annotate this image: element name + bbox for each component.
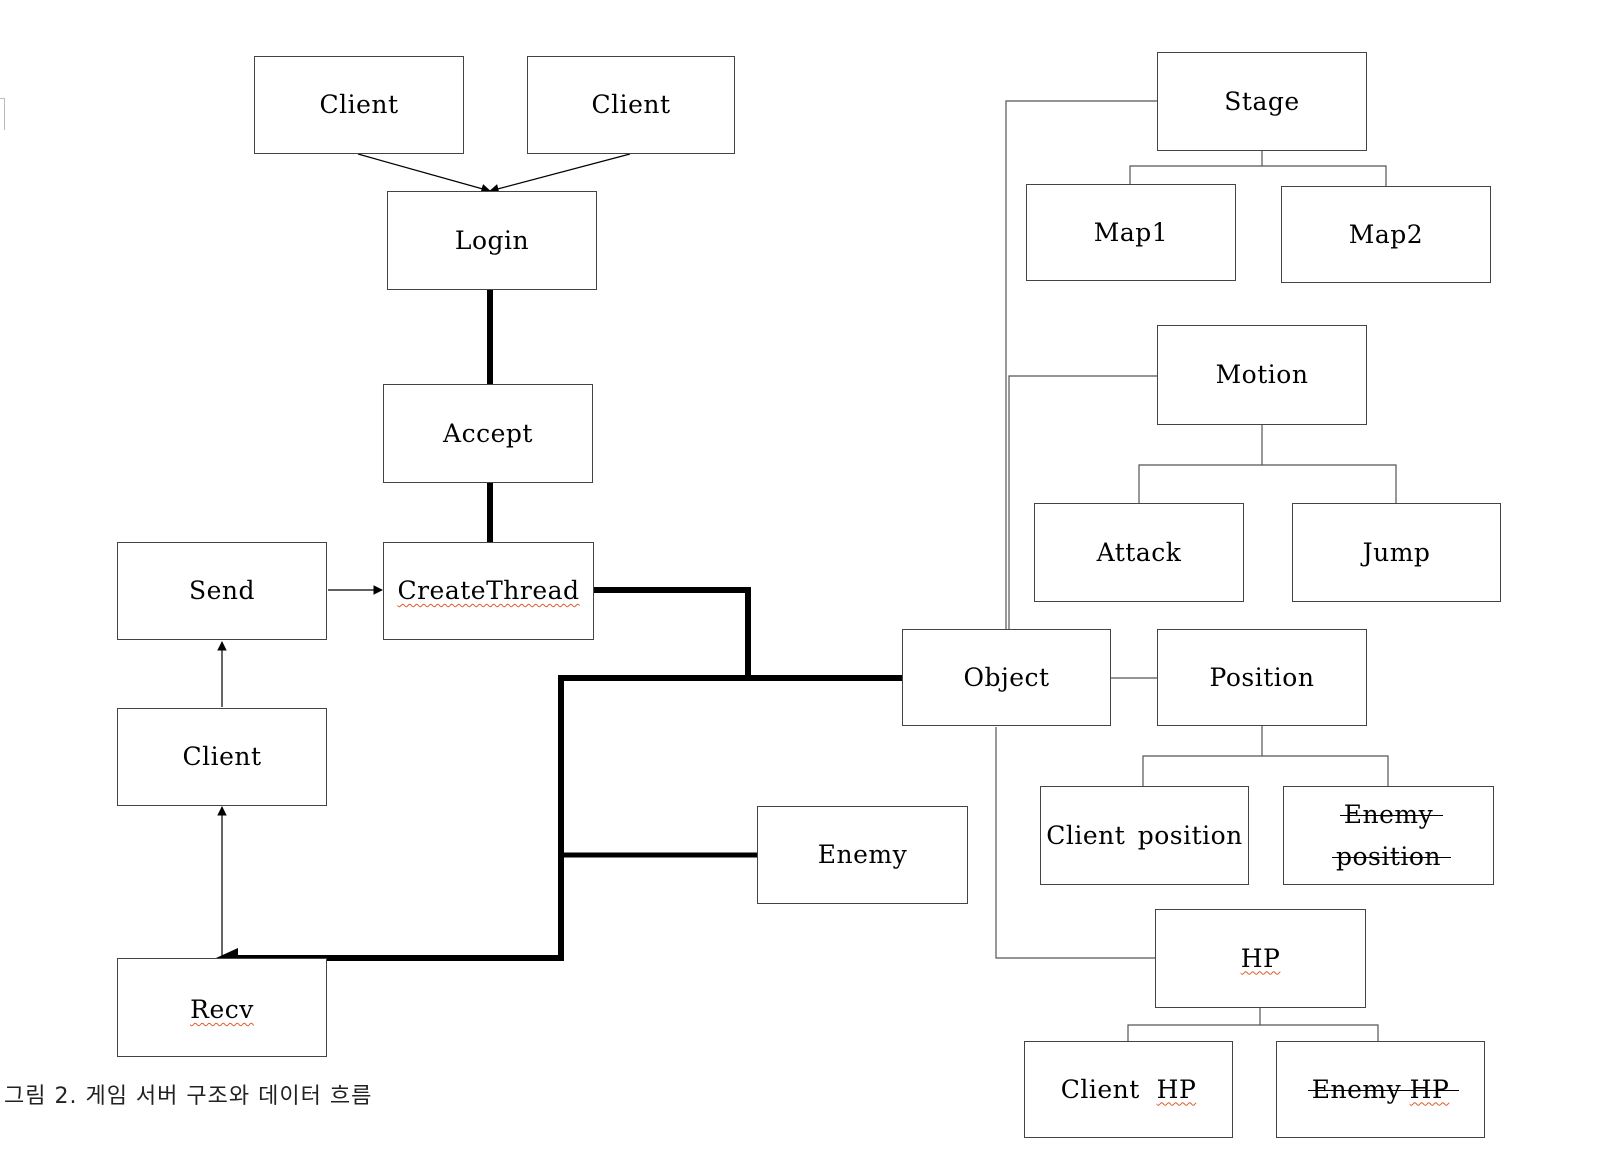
edge-client1-login <box>357 153 491 194</box>
node-label: Login <box>454 225 530 255</box>
corner-mark <box>0 98 5 99</box>
node-label: Client <box>319 90 399 119</box>
node-label: Client <box>182 742 262 771</box>
node-label-line2: position <box>1331 836 1452 878</box>
object-node: Object <box>902 629 1111 726</box>
node-label: Client position <box>1046 820 1243 850</box>
node-label: CreateThread <box>397 576 580 605</box>
map2-node: Map2 <box>1281 186 1491 283</box>
client-node-top-left: Client <box>254 56 464 154</box>
node-label: Map2 <box>1348 219 1424 249</box>
client-position-node: Client position <box>1040 786 1249 885</box>
attack-node: Attack <box>1034 503 1244 602</box>
jump-node: Jump <box>1292 503 1501 602</box>
send-node: Send <box>117 542 327 640</box>
corner-mark <box>4 98 5 130</box>
map1-node: Map1 <box>1026 184 1236 281</box>
motion-node: Motion <box>1157 325 1367 425</box>
client-node-mid: Client <box>117 708 327 806</box>
edge-client2-login <box>489 153 631 194</box>
hp-node: HP <box>1155 909 1366 1008</box>
edge-stage-maps <box>1129 151 1263 184</box>
client-hp-node: Client HP <box>1024 1041 1233 1138</box>
position-node: Position <box>1157 629 1367 726</box>
createthread-node: CreateThread <box>383 542 594 640</box>
edge-createthread-object <box>594 587 903 681</box>
edge-position-enemypos <box>1262 755 1389 786</box>
stage-node: Stage <box>1157 52 1367 151</box>
edge-motion-attack <box>1138 425 1263 503</box>
enemy-node: Enemy <box>757 806 968 904</box>
node-label-line1: Enemy <box>1339 794 1444 836</box>
node-label: Accept <box>443 418 533 448</box>
edge-motion-jump <box>1262 464 1397 503</box>
node-label-suffix: HP <box>1409 1074 1450 1104</box>
enemy-position-node: Enemy position <box>1283 786 1494 885</box>
node-label: HP <box>1240 943 1281 973</box>
node-label: Position <box>1209 662 1315 692</box>
node-label: Enemy HP <box>1307 1069 1459 1111</box>
edge-object-recv <box>232 675 748 961</box>
edge-position-clientpos <box>1142 726 1263 786</box>
figure-caption: 그림 2. 게임 서버 구조와 데이터 흐름 <box>4 1084 373 1109</box>
node-label-prefix: Client <box>1060 1074 1140 1104</box>
edge-stage-map2 <box>1262 165 1387 186</box>
node-label: Stage <box>1224 86 1300 116</box>
login-node: Login <box>387 191 597 290</box>
node-label: Object <box>963 662 1050 692</box>
node-label: Client HP <box>1061 1069 1197 1111</box>
edge-hp-clienthp <box>1127 1008 1261 1041</box>
recv-node: Recv <box>117 958 327 1057</box>
node-label: Recv <box>190 995 254 1024</box>
node-label: Motion <box>1215 360 1309 389</box>
node-label-suffix: HP <box>1156 1074 1197 1104</box>
node-label: Jump <box>1362 537 1431 567</box>
node-label-prefix: Enemy <box>1311 1074 1402 1104</box>
edge-hp-enemyhp <box>1260 1024 1379 1041</box>
node-label: Send <box>188 576 256 605</box>
node-label: Map1 <box>1093 217 1169 247</box>
accept-node: Accept <box>383 384 593 483</box>
node-label: Client <box>591 90 671 119</box>
edge-object-hp <box>995 727 1155 959</box>
edge-object-motion <box>1008 375 1157 629</box>
edge-object-stage <box>1005 100 1157 629</box>
enemy-hp-node: Enemy HP <box>1276 1041 1485 1138</box>
client-node-top-right: Client <box>527 56 735 154</box>
node-label: Attack <box>1096 537 1182 567</box>
node-label: Enemy <box>817 840 908 869</box>
